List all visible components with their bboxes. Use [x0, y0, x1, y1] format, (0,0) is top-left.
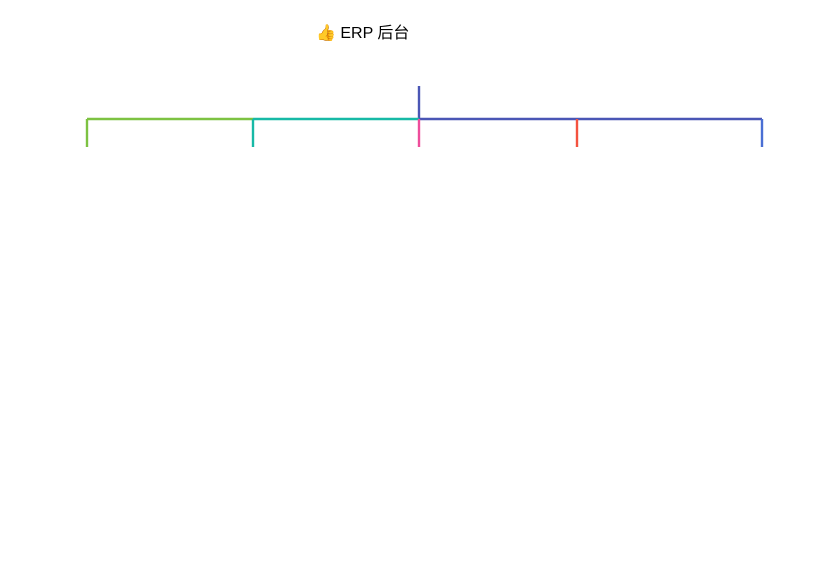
root-title: ERP 后台 — [340, 25, 410, 42]
root-node[interactable]: 👍 ERP 后台 — [316, 19, 522, 86]
thumbs-up-icon: 👍 — [316, 25, 336, 42]
